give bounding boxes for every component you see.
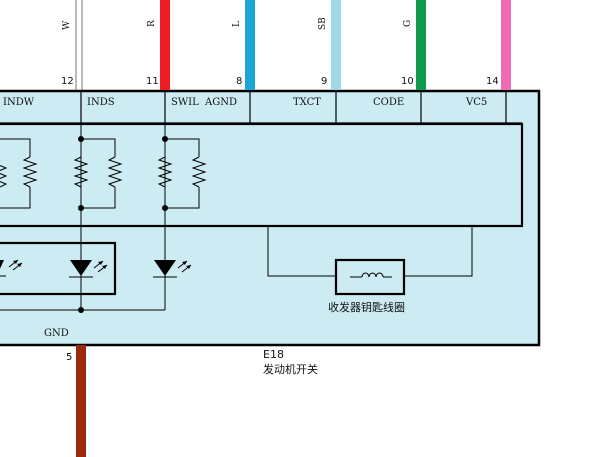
resistor-network-inds [73,138,123,209]
resistor-network-indw [0,138,38,209]
wire-g [416,0,426,90]
junction-dots [78,136,168,313]
terminal-label-agnd: AGND [204,97,237,108]
terminal-label-swil: SWIL [171,97,199,108]
ignition-switch-module [0,89,541,347]
wire-group [75,0,511,90]
wire-code-l: L [232,21,242,27]
pin-number-14: 14 [486,76,499,87]
led-icon [69,260,108,278]
component-name: 发动机开关 [263,362,318,376]
transponder-coil-label: 收发器钥匙线圈 [328,300,405,314]
ground-label: GND [44,328,69,339]
resistor-network-swil [157,138,207,209]
pin-number-8: 8 [236,76,242,87]
pin-number-10: 10 [401,76,414,87]
component-code: E18 [263,348,284,361]
terminal-label-inds: INDS [87,97,115,108]
pin-number-9: 9 [321,76,327,87]
wire-code-sb: SB [318,17,328,30]
wire-sb [331,0,341,90]
wire-r [160,0,170,90]
coil-wire-right [404,226,473,277]
ground-wire [76,345,86,457]
wire-code-r: R [147,20,157,27]
terminal-label-vc5: VC5 [465,97,487,108]
resistor-network-frame [0,122,524,228]
terminal-label-indw: INDW [3,97,35,108]
pin-number-11: 11 [146,76,159,87]
pin-number-12: 12 [61,76,74,87]
wire-code-w: W [62,20,72,30]
led-icon [0,259,23,277]
pin-number-5: 5 [66,352,72,363]
coil-wire-left [267,226,336,277]
terminal-label-code: CODE [373,97,404,108]
wire-pin-14 [501,0,511,90]
led-icon [153,260,192,278]
coil-icon [350,272,392,278]
terminal-label-txct: TXCT [293,97,321,108]
transponder-coil-box [334,258,406,296]
indicator-led-frame [0,241,117,296]
wire-code-g: G [403,20,413,27]
wire-l [245,0,255,90]
